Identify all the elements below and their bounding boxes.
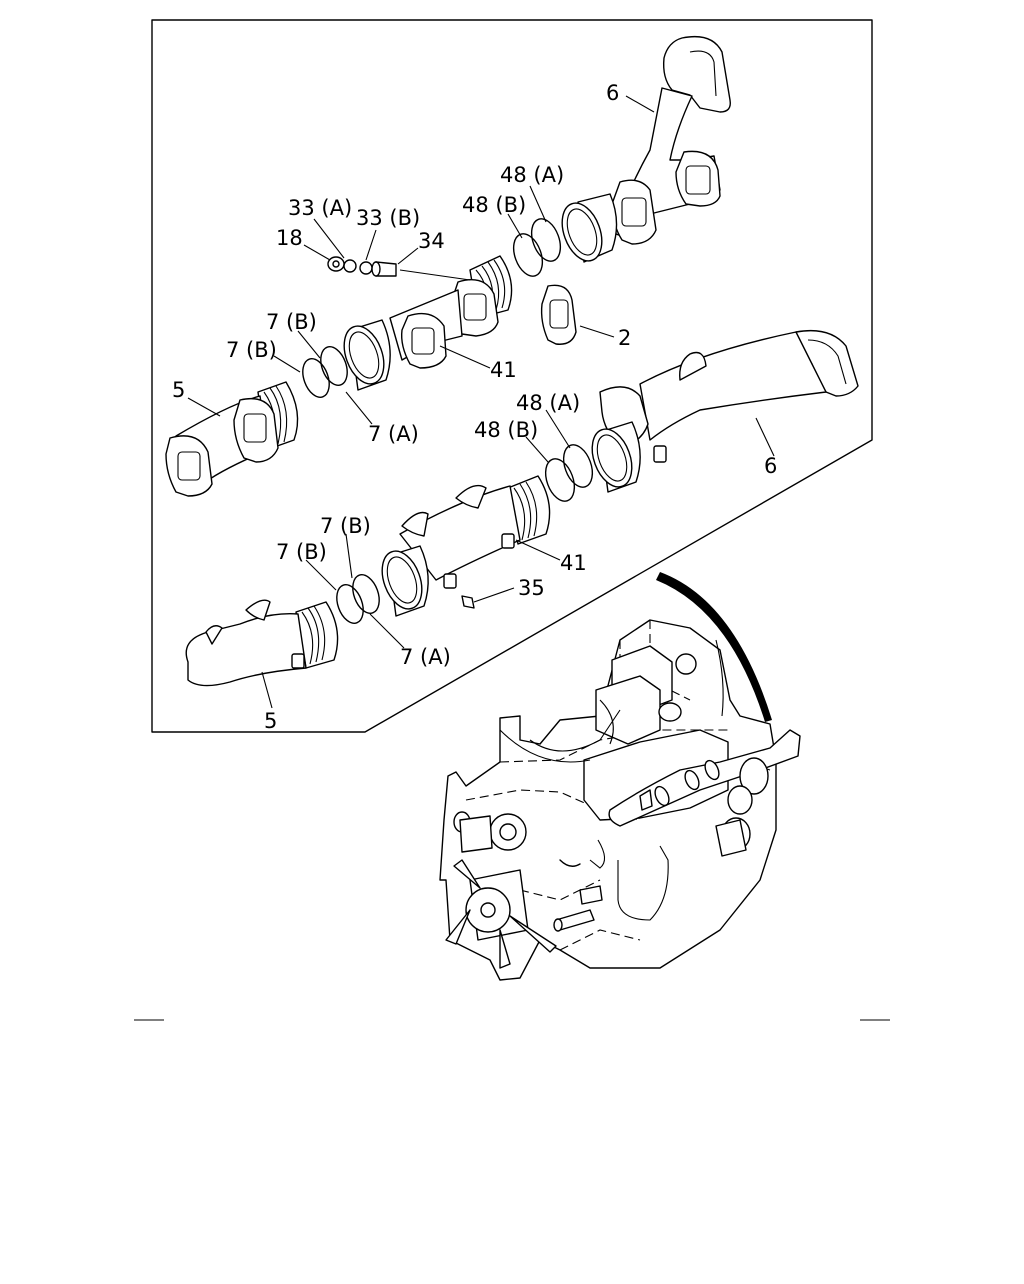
callout-5-bottom: 5 <box>264 709 277 733</box>
callout-35: 35 <box>518 576 545 600</box>
callout-48b-mid: 48 (B) <box>474 418 538 442</box>
callout-41-bottom: 41 <box>560 551 587 575</box>
callout-6-mid: 6 <box>764 454 777 478</box>
sleeve-top-right <box>561 193 618 263</box>
location-pointer-wedge <box>656 572 772 722</box>
callout-33b: 33 (B) <box>356 206 420 230</box>
callout-33a: 33 (A) <box>288 196 352 220</box>
engine-overview-illustration <box>439 619 801 981</box>
callout-48a-top: 48 (A) <box>500 163 564 187</box>
callout-7b-2: 7 (B) <box>226 338 277 362</box>
manifold-6-mid <box>591 329 859 493</box>
manifold-6-top <box>611 35 731 245</box>
callout-48a-mid: 48 (A) <box>516 391 580 415</box>
callout-18: 18 <box>276 226 303 250</box>
rings-7-top <box>302 346 348 398</box>
callout-7b-3: 7 (B) <box>320 514 371 538</box>
callout-48b-top: 48 (B) <box>462 193 526 217</box>
manifold-41-bottom <box>381 475 551 617</box>
callout-5-top: 5 <box>172 378 185 402</box>
callout-34: 34 <box>418 229 445 253</box>
callout-2: 2 <box>618 326 631 350</box>
manifold-5-bottom <box>185 599 339 687</box>
manifold-5-top <box>165 381 299 497</box>
manifold-41-top <box>343 255 513 391</box>
callout-7a-bottom: 7 (A) <box>400 645 451 669</box>
rings-7-bottom <box>336 574 380 624</box>
leader-lines <box>187 95 775 709</box>
callout-7a-top: 7 (A) <box>368 422 419 446</box>
bolt-parts <box>327 256 471 281</box>
rings-48-mid <box>544 444 594 502</box>
rings-48-top <box>512 218 562 277</box>
exploded-view-frame <box>151 19 873 733</box>
callout-7b-4: 7 (B) <box>276 540 327 564</box>
callout-41-top: 41 <box>490 358 517 382</box>
callout-6-top: 6 <box>606 81 619 105</box>
callout-labels: 6 48 (A) 48 (B) 33 (A) 33 (B) 18 34 2 7 … <box>172 81 777 733</box>
gasket-2 <box>540 284 577 345</box>
callout-7b-1: 7 (B) <box>266 310 317 334</box>
